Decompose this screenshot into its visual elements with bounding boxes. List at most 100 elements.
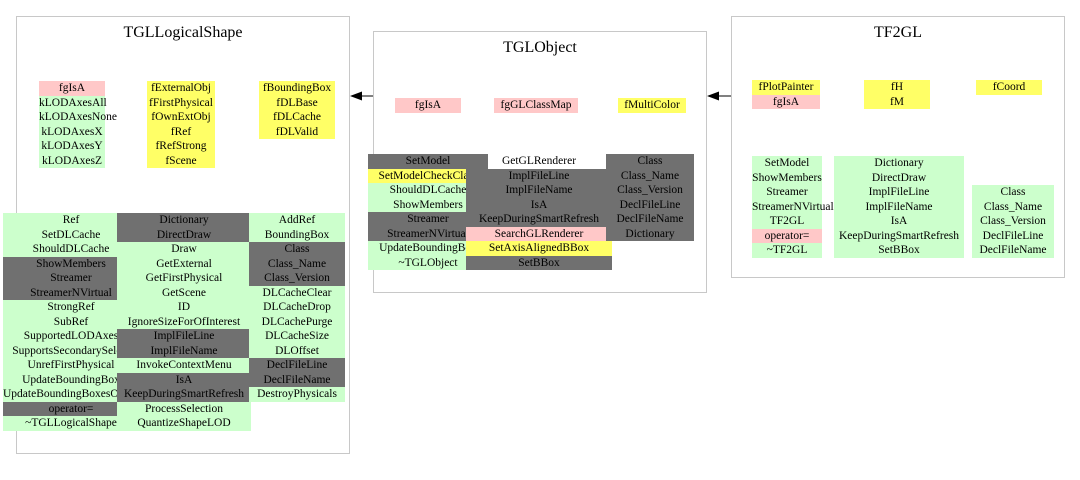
member-label: Class	[249, 242, 345, 257]
member-label: SearchGLRenderer	[466, 226, 612, 241]
member-label: GetExternal	[117, 256, 251, 271]
member-label: Class_Version	[249, 271, 345, 286]
member-label: SupportsSecondarySelect	[3, 343, 139, 358]
member-label: DLOffset	[249, 343, 345, 358]
member-label: UpdateBoundingBox	[368, 241, 488, 256]
member-label: ShouldDLCache	[368, 183, 488, 198]
member-label: Ref	[3, 213, 139, 228]
member-label: GetGLRenderer	[501, 155, 577, 167]
member-label: UpdateBoundingBox	[3, 372, 139, 387]
member-label: DLCacheDrop	[249, 300, 345, 315]
member-label: fDLCache	[259, 110, 335, 125]
class-title-tgllogicalshape: TGLLogicalShape	[123, 24, 243, 41]
class-box-tglobject: TGLObject fgIsA fgGLClassMap fMultiColor…	[368, 31, 707, 293]
member-label: DeclFileName	[249, 372, 345, 387]
member-label: fM	[864, 94, 930, 109]
data-column: fCoord	[976, 80, 1042, 95]
member-label: ImplFileName	[117, 343, 251, 358]
member-label: fDLValid	[259, 124, 335, 139]
member-label: IsA	[117, 372, 251, 387]
member-label: GetScene	[117, 285, 251, 300]
member-label: TF2GL	[752, 214, 822, 229]
member-label: GetFirstPhysical	[117, 271, 251, 286]
arrow-tf2gl-to-tglobject	[707, 91, 731, 101]
member-label: ImplFileLine	[834, 185, 964, 200]
member-label: DLCacheSize	[249, 329, 345, 344]
member-label: ImplFileName	[834, 199, 964, 214]
member-label: ProcessSelection	[117, 401, 251, 416]
member-label: fExternalObj	[147, 81, 215, 96]
data-column: fMultiColor	[618, 98, 686, 113]
member-label: AddRef	[249, 213, 345, 228]
member-label: ImplFileLine	[117, 329, 251, 344]
data-column: fgGLClassMap	[494, 98, 578, 113]
member-label: fCoord	[976, 80, 1042, 95]
member-label: Class_Version	[606, 183, 694, 198]
member-label: operator=	[3, 401, 139, 416]
member-label: kLODAxesZ	[39, 153, 105, 168]
member-label: DestroyPhysicals	[249, 387, 345, 402]
member-label: Draw	[117, 242, 251, 257]
member-label: ~TF2GL	[752, 243, 822, 258]
member-label: DeclFileName	[972, 243, 1054, 258]
member-label: Dictionary	[834, 156, 964, 171]
member-label: SubRef	[3, 314, 139, 329]
member-label: fFirstPhysical	[147, 95, 215, 110]
member-label: Streamer	[368, 212, 488, 227]
member-label: Streamer	[3, 271, 139, 286]
member-label: ShouldDLCache	[3, 242, 139, 257]
member-label: kLODAxesY	[39, 139, 105, 154]
member-label: operator=	[752, 228, 822, 243]
member-label: DLCachePurge	[249, 314, 345, 329]
member-label: DeclFileLine	[606, 197, 694, 212]
member-label: ImplFileName	[466, 183, 612, 198]
member-label: DirectDraw	[834, 170, 964, 185]
member-label: SetAxisAlignedBBox	[466, 241, 612, 256]
member-label: Class_Name	[972, 199, 1054, 214]
member-label: StrongRef	[3, 300, 139, 315]
member-label: fgIsA	[39, 81, 105, 96]
member-label: SetBBox	[466, 255, 612, 270]
member-label: ~TGLLogicalShape	[3, 416, 139, 431]
member-label: Class_Name	[606, 168, 694, 183]
member-label: IsA	[834, 214, 964, 229]
member-label: ShowMembers	[3, 256, 139, 271]
member-label: fPlotPainter	[752, 80, 820, 95]
member-label: KeepDuringSmartRefresh	[117, 387, 251, 402]
member-label: DLCacheClear	[249, 285, 345, 300]
member-label: ShowMembers	[368, 197, 488, 212]
member-label: ImplFileLine	[466, 168, 612, 183]
member-label: fRefStrong	[147, 139, 215, 154]
member-label: ID	[117, 300, 251, 315]
member-label: KeepDuringSmartRefresh	[834, 228, 964, 243]
member-label: ShowMembers	[752, 170, 822, 185]
member-label: SetModel	[752, 156, 822, 171]
member-label: fDLBase	[259, 95, 335, 110]
member-label: Class	[606, 154, 694, 169]
member-label: DeclFileLine	[249, 358, 345, 373]
member-label: StreamerNVirtual	[3, 285, 139, 300]
member-label: kLODAxesX	[39, 124, 105, 139]
member-label: SetModelCheckClass	[368, 168, 488, 183]
member-label: fBoundingBox	[259, 81, 335, 96]
member-label: StreamerNVirtual	[752, 199, 834, 214]
member-label: SetBBox	[834, 243, 964, 258]
member-label: BoundingBox	[249, 227, 345, 242]
member-label: fH	[864, 80, 930, 95]
member-label: fgIsA	[395, 98, 461, 113]
